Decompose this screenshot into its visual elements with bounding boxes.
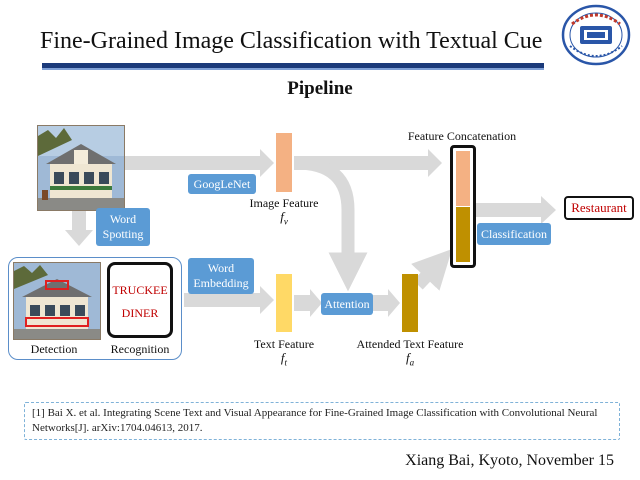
text-feature-symbol: ft	[280, 350, 288, 368]
detection-label: Detection	[30, 342, 78, 356]
concat-text-part	[456, 207, 470, 262]
recognition-label: Recognition	[110, 342, 170, 356]
feature-concatenation-label: Feature Concatenation	[407, 129, 517, 143]
attended-feature-bar	[402, 274, 418, 332]
title-rule-accent	[42, 68, 544, 70]
reference-box	[24, 402, 620, 440]
arrow-photo-to-image-feature	[125, 149, 274, 177]
text-feature-label: Text Feature	[253, 337, 315, 351]
word-spotting-node: Word Spotting	[96, 208, 150, 246]
detection-box-bottom	[25, 317, 89, 327]
attention-node: Attention	[321, 293, 373, 315]
image-feature-symbol: fv	[280, 209, 288, 227]
pipeline-heading: Pipeline	[287, 78, 353, 99]
detection-box-top	[45, 280, 69, 290]
image-feature-label: Image Feature	[249, 196, 319, 210]
university-seal-logo	[561, 4, 631, 66]
recognized-word-2: DINER	[121, 306, 159, 320]
text-feature-bar	[276, 274, 292, 332]
arrow-photo-to-detection	[65, 211, 93, 246]
detection-photo	[13, 262, 101, 340]
concat-image-part	[456, 151, 470, 206]
recognized-word-1: TRUCKEE	[112, 283, 168, 297]
input-storefront-photo	[37, 125, 125, 211]
detection-recognition-panel	[8, 257, 182, 360]
arrow-attention-to-attended	[372, 289, 400, 317]
classification-node: Classification	[477, 223, 551, 245]
attended-feature-symbol: fa	[405, 350, 415, 368]
arrow-classification-to-result	[476, 196, 556, 224]
concatenated-feature-bar	[450, 145, 476, 268]
attended-feature-label: Attended Text Feature	[356, 337, 464, 351]
arrow-attended-to-concat	[411, 249, 453, 291]
predicted-class-box: Restaurant	[564, 196, 634, 220]
image-feature-bar	[276, 133, 292, 192]
recognition-box	[107, 262, 173, 338]
arrow-text-feature-to-attention	[294, 289, 322, 317]
slide-title: Fine-Grained Image Classification with T…	[40, 28, 543, 54]
title-rule	[42, 63, 544, 68]
footer-presenter: Xiang Bai, Kyoto, November 15	[405, 452, 614, 469]
word-embedding-node: Word Embedding	[188, 258, 254, 294]
arrow-image-feature-to-attention	[295, 156, 368, 292]
reference-text: [1] Bai X. et al. Integrating Scene Text…	[32, 407, 598, 434]
googlenet-node: GoogLeNet	[188, 174, 256, 194]
